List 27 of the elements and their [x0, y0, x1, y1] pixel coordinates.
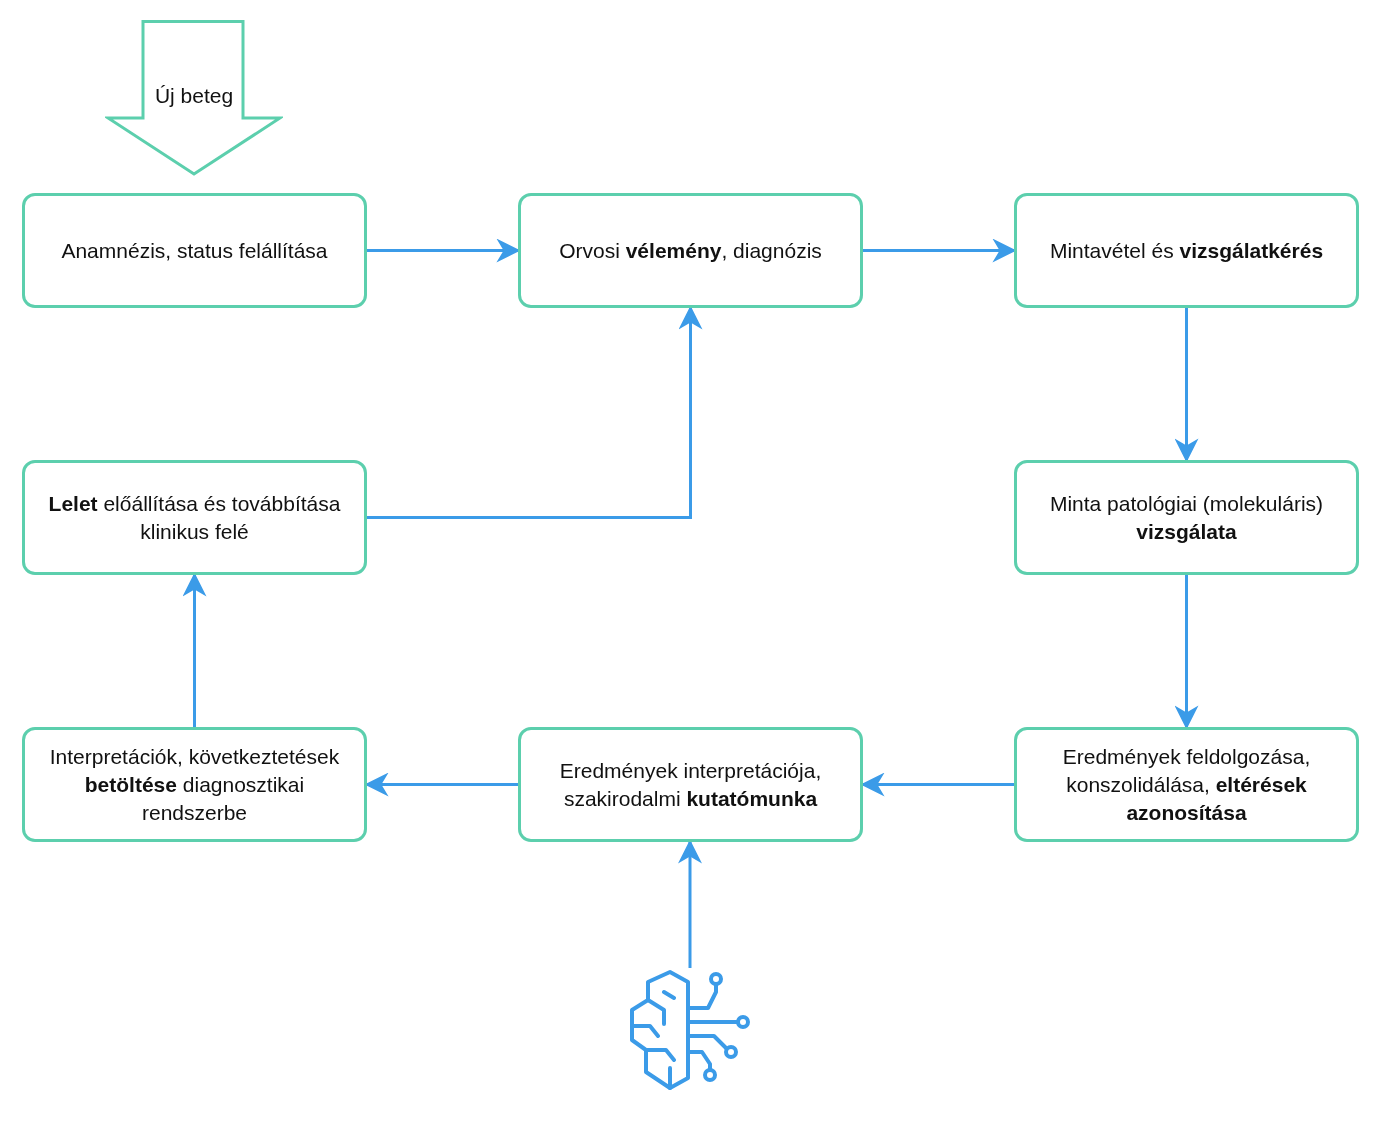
- arrow: [860, 772, 1014, 797]
- box-text: Interpretációk, következtetések betöltése diagnosztikai rendszerbe: [48, 743, 341, 826]
- process-box: [1014, 460, 1359, 575]
- arrow: [863, 238, 1017, 263]
- box-text: Mintavétel és vizsgálatkérés: [1049, 237, 1324, 264]
- box-text: Orvosi vélemény, diagnózis: [559, 237, 822, 264]
- box-text: Anamnézis, status felállítása: [61, 237, 328, 264]
- process-box: [1014, 193, 1359, 308]
- arrow: [1174, 308, 1199, 463]
- arrow: [182, 572, 207, 727]
- box-text: Lelet előállítása és továbbítása klinikus felé: [47, 490, 342, 545]
- arrow: [367, 238, 521, 263]
- box-text: Minta patológiai (molekuláris) vizsgálata: [1048, 490, 1325, 545]
- down-arrow-shape: [105, 20, 283, 176]
- arrow: [367, 305, 703, 519]
- process-box: [22, 727, 367, 842]
- process-box: [22, 460, 367, 575]
- box-text: Eredmények interpretációja, szakirodalmi kutatómunka: [558, 757, 823, 812]
- process-box: [22, 193, 367, 308]
- process-box: [1014, 727, 1359, 842]
- arrow: [1174, 575, 1199, 730]
- process-box: [518, 727, 863, 842]
- arrow: [364, 772, 518, 797]
- box-text: Eredmények feldolgozása, konszolidálása, eltérések azonosítása: [1061, 743, 1312, 826]
- arrow: [678, 839, 702, 968]
- process-box: [518, 193, 863, 308]
- box-text: Új beteg: [154, 83, 234, 109]
